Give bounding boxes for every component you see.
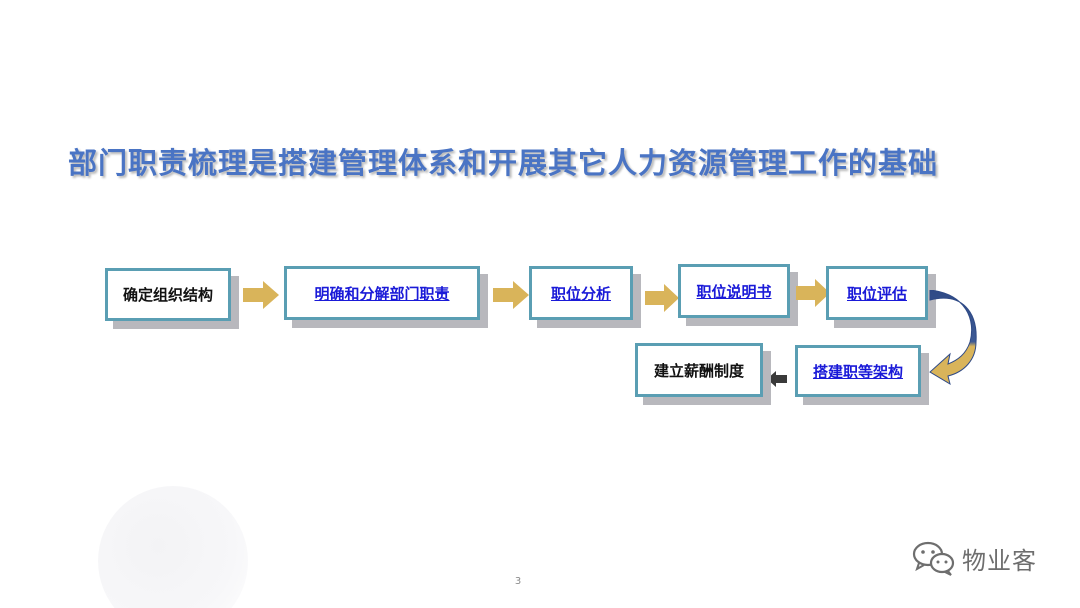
- flow-step-job-evaluation[interactable]: 职位评估: [826, 266, 928, 320]
- flow-step-link[interactable]: 职位评估: [846, 284, 907, 303]
- flow-step-link[interactable]: 搭建职等架构: [812, 362, 903, 381]
- watermark-text: 物业客: [962, 546, 1037, 575]
- right-arrow-icon: [645, 284, 679, 312]
- curved-down-arrow-icon: [929, 290, 977, 386]
- flow-step-dept-duties[interactable]: 明确和分解部门职责: [284, 266, 480, 320]
- wechat-icon: [912, 541, 955, 576]
- page-title: 部门职责梳理是搭建管理体系和开展其它人力资源管理工作的基础: [68, 146, 939, 180]
- flow-step-label: 确定组织结构: [122, 286, 213, 304]
- flow-step-label: 建立薪酬制度: [653, 361, 744, 380]
- flow-step-compensation-system: 建立薪酬制度: [635, 343, 763, 397]
- flow-step-job-analysis[interactable]: 职位分析: [529, 266, 633, 320]
- right-arrow-icon: [796, 279, 830, 307]
- watermark: 物业客: [912, 538, 1037, 578]
- right-arrow-icon: [243, 281, 279, 309]
- flow-step-link[interactable]: 明确和分解部门职责: [314, 284, 450, 303]
- left-arrow-icon: [767, 371, 787, 387]
- flow-step-grade-structure[interactable]: 搭建职等架构: [795, 345, 921, 397]
- flow-step-org-structure: 确定组织结构: [105, 268, 231, 321]
- flow-step-link[interactable]: 职位分析: [550, 284, 611, 303]
- page-number: 3: [514, 576, 522, 587]
- flow-step-job-description[interactable]: 职位说明书: [678, 264, 790, 318]
- decorative-circle: [98, 486, 248, 608]
- right-arrow-icon: [493, 281, 529, 309]
- flow-step-link[interactable]: 职位说明书: [696, 282, 772, 301]
